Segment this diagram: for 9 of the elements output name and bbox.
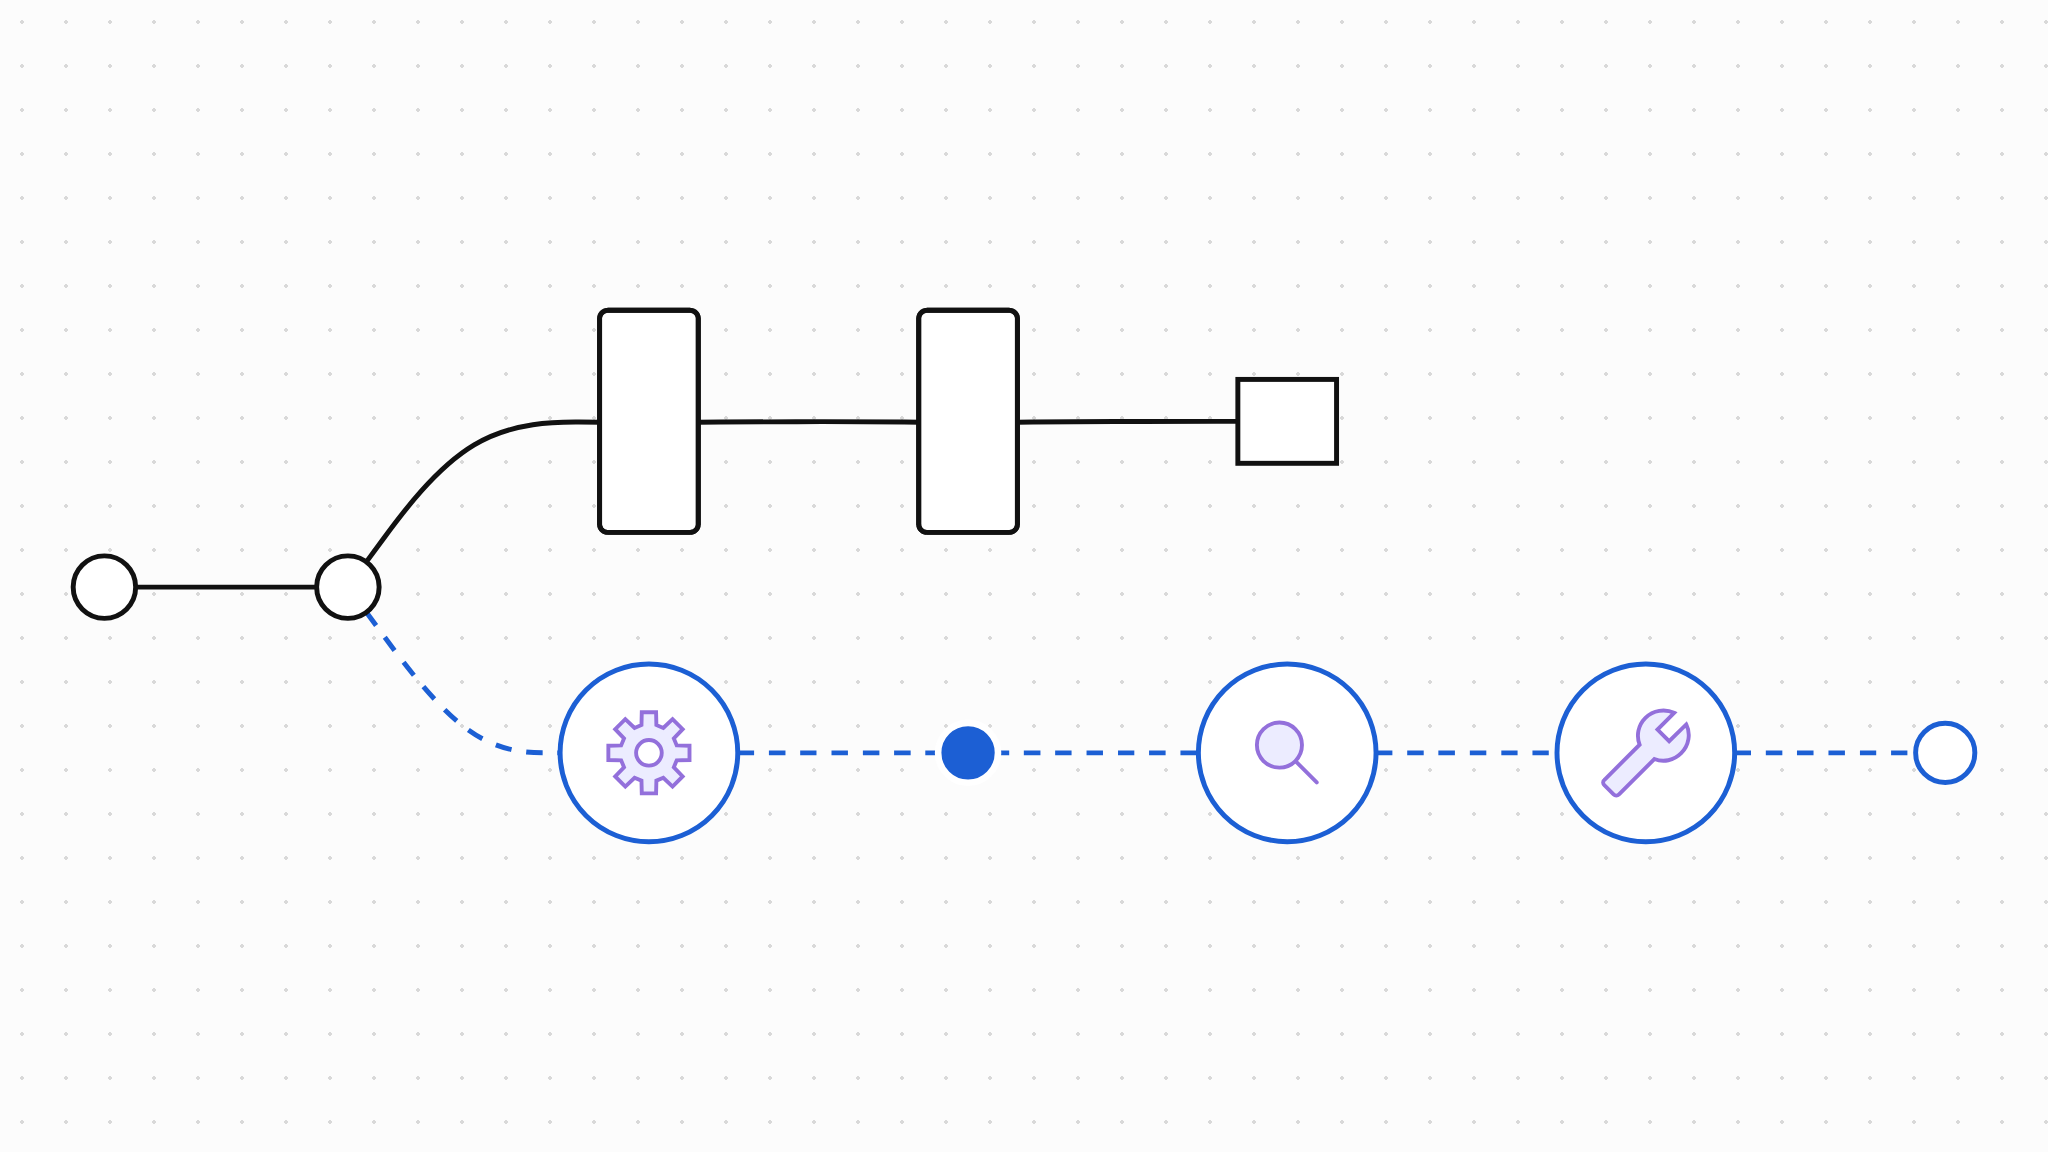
node-circle bbox=[314, 553, 382, 621]
node-box bbox=[1235, 376, 1340, 466]
node-circle bbox=[70, 553, 139, 621]
connector bbox=[1018, 418, 1238, 425]
node-circle bbox=[1913, 720, 1978, 785]
node-circle bbox=[1554, 661, 1738, 845]
connector bbox=[135, 584, 317, 590]
node-circle bbox=[557, 661, 741, 845]
node-circle bbox=[1195, 661, 1379, 845]
